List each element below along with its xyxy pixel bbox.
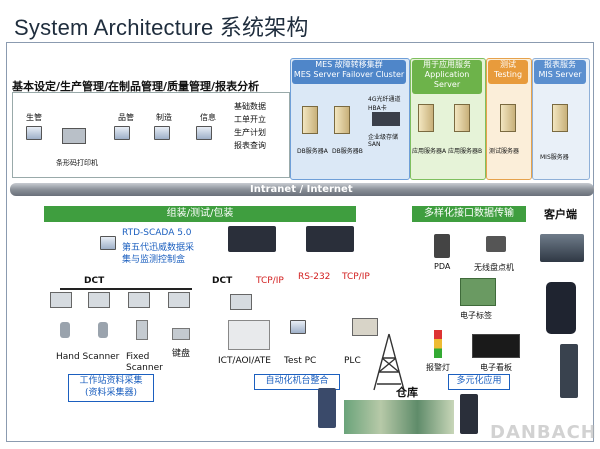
inventory-scanner-icon <box>486 236 506 252</box>
mis-server-icon <box>552 104 568 132</box>
tcp-ip-label-2: TCP/IP <box>342 272 370 282</box>
inventory-scanner-label: 无线盘点机 <box>474 263 514 272</box>
printer-icon <box>62 128 86 144</box>
dct-terminal-icon <box>128 292 150 308</box>
smartphone-icon <box>546 282 576 334</box>
workstation-badge: 工作站资料采集 (资料采集器) <box>68 374 154 402</box>
report-server-header: 报表服务 MIS Server <box>534 60 586 84</box>
computer-icon <box>154 126 170 140</box>
computer-icon <box>26 126 42 140</box>
db-server-a-label: DB服务器A <box>297 148 328 155</box>
client-label-manufacturing: 制造 <box>156 113 172 122</box>
test-pc-icon <box>290 320 306 334</box>
diagram-frame <box>6 42 594 442</box>
scada-desc-line-1: 第五代迅威数据采 <box>122 243 195 253</box>
app-server-a-icon <box>418 104 434 132</box>
keyboard-label: 键盘 <box>172 349 191 359</box>
rs232-label: RS-232 <box>298 272 331 282</box>
db-server-a-icon <box>302 106 318 134</box>
scada-computer-icon <box>100 236 116 250</box>
mes-cluster-header: MES 故障转移集群 MES Server Failover Cluster <box>292 60 406 84</box>
interfaces-bar: 多样化接口数据传输 <box>412 206 526 222</box>
watermark-text: DANBACH <box>490 422 597 443</box>
app-server-b-label: 应用服务器B <box>448 148 483 155</box>
dct-terminal-icon <box>88 292 110 308</box>
scada-box-1-icon <box>228 226 276 252</box>
antenna-tower-icon <box>373 333 405 391</box>
test-pc-label: Test PC <box>284 356 317 366</box>
scada-model-label: RTD-SCADA 5.0 <box>122 228 192 238</box>
plc-icon <box>352 318 378 336</box>
hand-scanner-icon <box>98 322 108 338</box>
multi-application-badge: 多元化应用 <box>448 374 510 390</box>
dct-bus-line <box>60 288 192 290</box>
fiber-hba-label: 4G光纤通道 HBA卡 <box>368 96 401 112</box>
pda-label: PDA <box>434 262 451 271</box>
db-server-b-label: DB服务器B <box>332 148 363 155</box>
management-box <box>12 92 290 178</box>
app-server-a-label: 应用服务器A <box>412 148 447 155</box>
san-storage-icon <box>372 112 400 126</box>
dct-terminal-icon <box>168 292 190 308</box>
plc-label: PLC <box>344 356 361 366</box>
tcp-ip-label-1: TCP/IP <box>256 276 284 286</box>
test-server-label: 测试服务器 <box>489 148 520 155</box>
client-label-quality: 品管 <box>118 113 134 122</box>
management-title: 基本设定/生产管理/在制品管理/质量管理/报表分析 <box>12 80 260 93</box>
mis-server-label: MIS服务器 <box>540 154 569 161</box>
network-bus <box>10 183 594 196</box>
page-title: System Architecture 系统架构 <box>14 15 309 40</box>
alarm-light-icon <box>434 330 442 358</box>
printer-label: 条形码打印机 <box>56 159 98 167</box>
handheld-terminal-icon <box>318 388 336 428</box>
app-server-header: 用于应用服务 Application Server <box>412 60 482 94</box>
fixed-scanner-icon <box>136 320 148 340</box>
display-board-icon <box>472 334 520 358</box>
client-label-it: 信息 <box>200 113 216 122</box>
client-label-production: 生管 <box>26 113 42 122</box>
function-basic-data: 基础数据 <box>234 102 266 111</box>
computer-icon <box>114 126 130 140</box>
warehouse-label: 仓库 <box>396 386 418 399</box>
electronic-tag-label: 电子标签 <box>460 311 492 320</box>
app-server-b-icon <box>454 104 470 132</box>
client-side-title: 客户端 <box>544 208 577 221</box>
hand-scanner-icon <box>60 322 70 338</box>
network-label: Intranet / Internet <box>250 184 353 195</box>
dct-left-label: DCT <box>84 276 105 286</box>
function-work-order: 工单开立 <box>234 115 266 124</box>
scada-box-2-icon <box>306 226 354 252</box>
hand-scanner-label: Hand Scanner <box>56 352 120 362</box>
alarm-light-label: 报警灯 <box>426 363 450 372</box>
scada-desc-line-2: 集与监测控制盒 <box>122 255 186 265</box>
ict-machine-icon <box>228 320 270 350</box>
pda-icon <box>434 234 450 258</box>
dct-mid-label: DCT <box>212 276 233 286</box>
electronic-tag-icon <box>460 278 496 306</box>
test-server-header: 测试 Testing <box>488 60 528 84</box>
management-functions: 基础数据 工单开立 生产计划 报表查询 <box>234 100 266 152</box>
function-report-query: 报表查询 <box>234 141 266 150</box>
automation-badge: 自动化机台整合 <box>254 374 340 390</box>
test-server-icon <box>500 104 516 132</box>
ict-aoi-ate-label: ICT/AOI/ATE <box>218 356 271 366</box>
warehouse-photo-icon <box>344 400 454 434</box>
dct-terminal-icon <box>230 294 252 310</box>
assembly-bar: 组装/测试/包装 <box>44 206 356 222</box>
san-label: 企业级存储SAN <box>368 134 399 148</box>
kiosk-icon <box>560 344 578 398</box>
dct-terminal-icon <box>50 292 72 308</box>
handheld-terminal-icon <box>460 394 478 434</box>
computer-icon <box>196 126 212 140</box>
keyboard-icon <box>172 328 190 340</box>
function-production-plan: 生产计划 <box>234 128 266 137</box>
db-server-b-icon <box>334 106 350 134</box>
fixed-scanner-label: Fixed Scanner <box>126 352 163 373</box>
display-board-label: 电子看板 <box>480 363 512 372</box>
laptop-icon <box>540 234 584 262</box>
